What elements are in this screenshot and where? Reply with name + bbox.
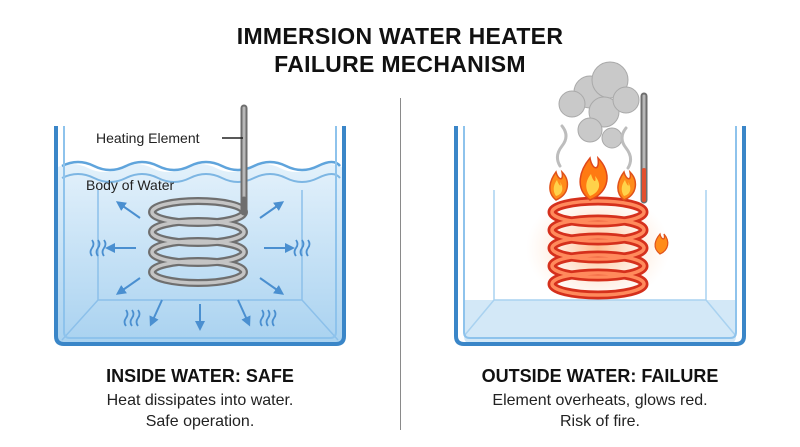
left-panel-description-1: Heat dissipates into water.: [106, 392, 294, 409]
tank-outline-inner: [63, 126, 337, 339]
tank-outline: [454, 126, 746, 346]
flame-icon: [579, 155, 608, 201]
smoke-icon: [558, 61, 640, 149]
body-of-water-label: Body of Water: [86, 177, 175, 193]
left-panel-heading: INSIDE WATER: SAFE: [106, 366, 294, 386]
water-surface-wave: [61, 173, 341, 183]
right-panel-description-2: Risk of fire.: [559, 413, 640, 430]
left-panel-description-2: Safe operation.: [145, 413, 255, 430]
tank-outline: [54, 126, 346, 346]
right-tank: [454, 126, 746, 346]
heating-element-coil: [148, 104, 248, 287]
smoke-wisp: [555, 124, 633, 170]
flame-icon: [654, 232, 669, 255]
title-line-2: FAILURE MECHANISM: [274, 51, 526, 77]
water-body-low: [464, 300, 736, 344]
flame-icon: [617, 169, 637, 201]
heat-wave-icon: [89, 239, 311, 327]
heating-element-label: Heating Element: [96, 130, 200, 146]
panel-divider: [400, 98, 401, 430]
tank-inner-floor: [61, 190, 339, 341]
right-panel-description-1: Element overheats, glows red.: [492, 392, 708, 409]
flame-icon: [549, 169, 569, 201]
water-surface-wave: [61, 160, 341, 172]
tank-outline-inner: [463, 126, 737, 339]
right-panel-heading: OUTSIDE WATER: FAILURE: [481, 366, 719, 386]
heat-dissipation-arrows: [105, 201, 295, 331]
heating-element-coil-overheated: [547, 92, 649, 300]
title-line-1: IMMERSION WATER HEATER: [236, 23, 564, 49]
